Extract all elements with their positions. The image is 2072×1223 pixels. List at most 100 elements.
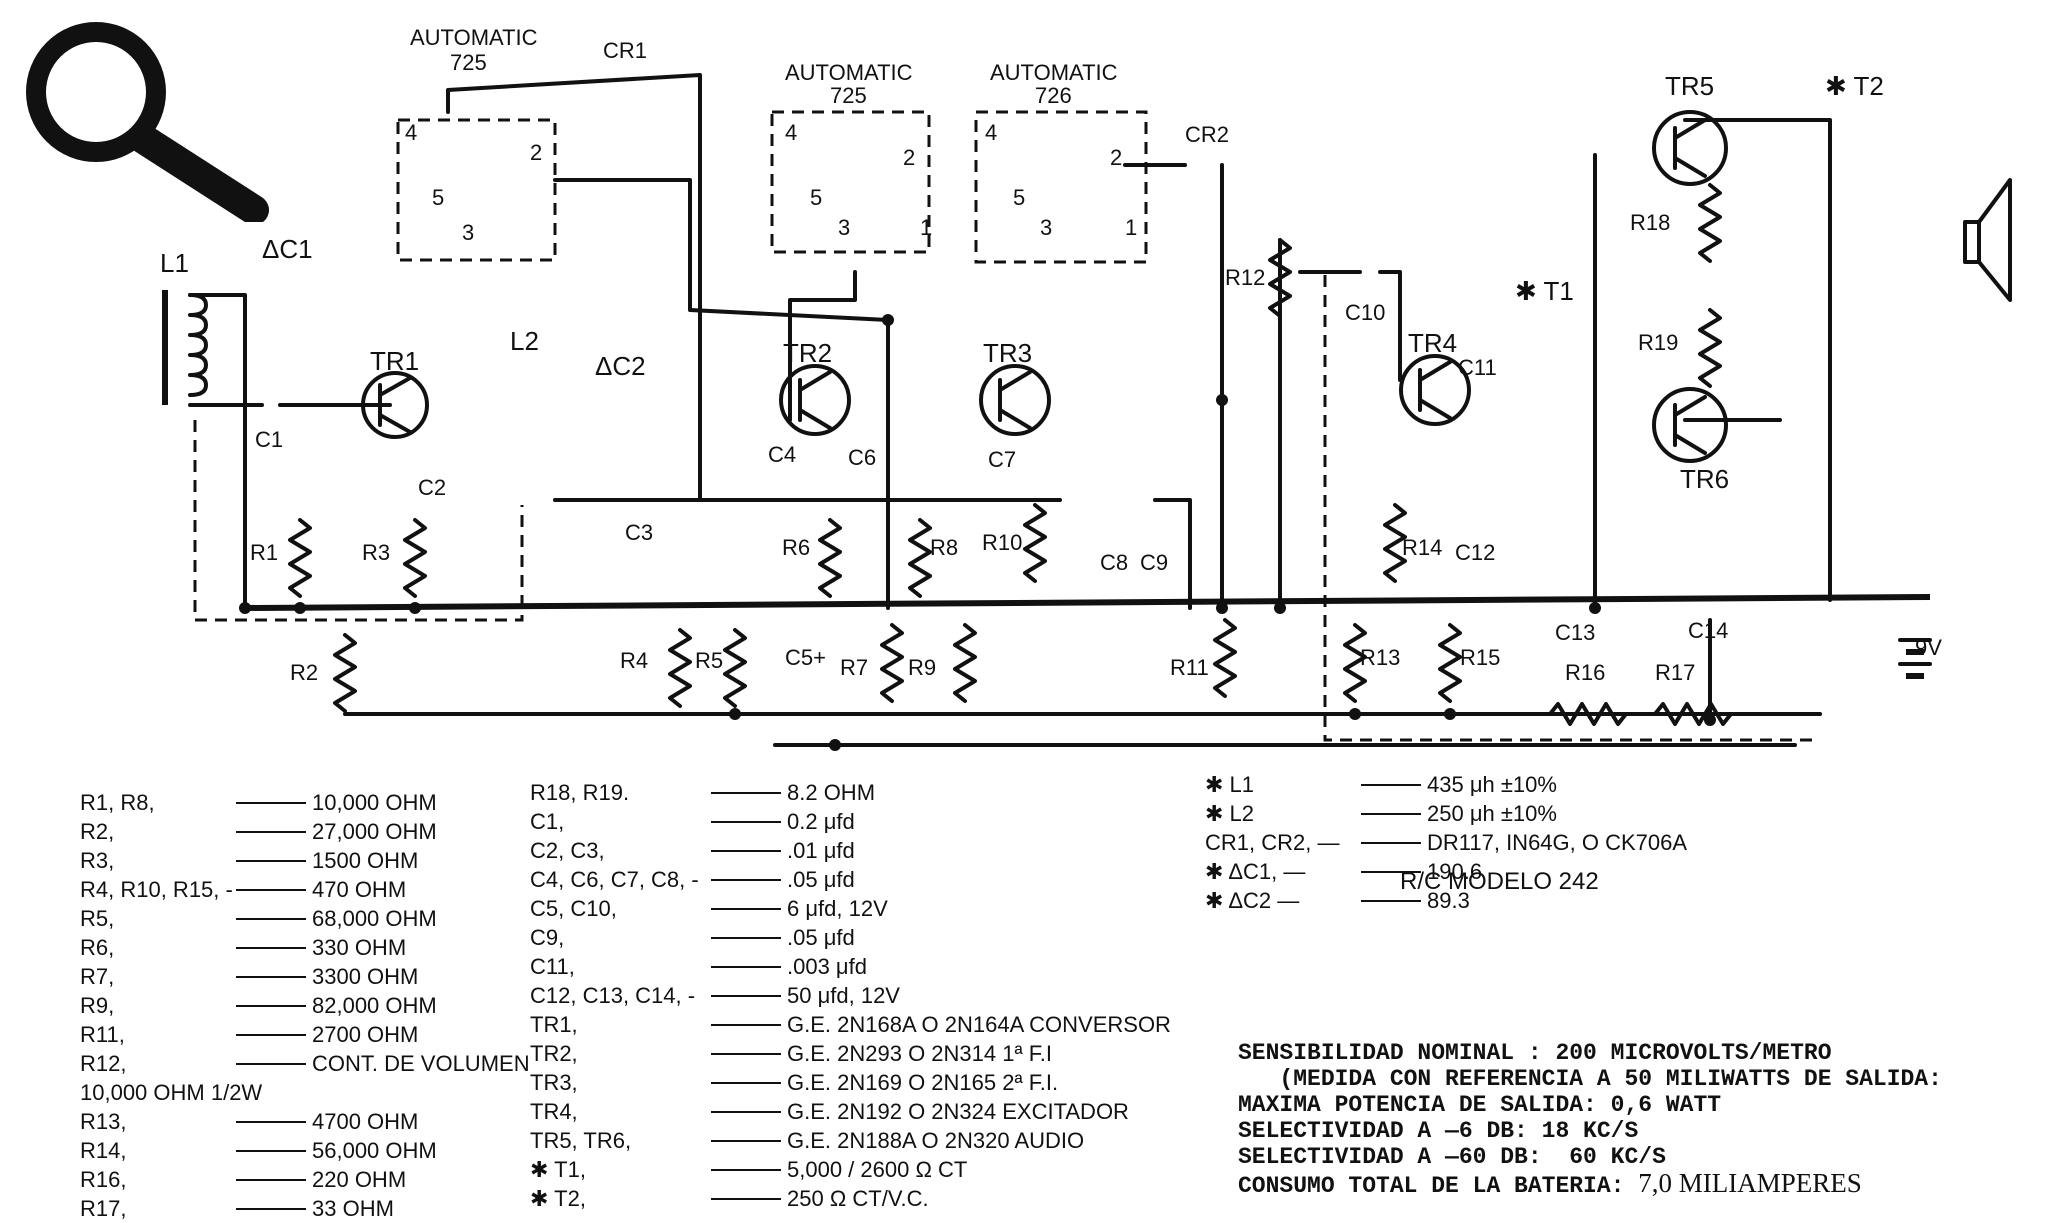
leader-line: [711, 1184, 781, 1200]
part-name: TR4,: [530, 1099, 578, 1124]
label-c10: C10: [1345, 300, 1385, 325]
part-row: ✱ T1,5,000 / 2600 Ω CT: [530, 1155, 1171, 1184]
label-r3: R3: [362, 540, 390, 565]
part-value: 50 μfd, 12V: [787, 983, 900, 1008]
label-c13: C13: [1555, 620, 1595, 645]
label-automatic-1-num: 725: [450, 50, 487, 75]
leader-line: [236, 991, 306, 1007]
pin-4-c: 4: [985, 120, 997, 145]
resistor-r9: [953, 623, 977, 703]
leader-line: [236, 904, 306, 920]
part-value: .003 μfd: [787, 954, 867, 979]
resistor-r1: [288, 518, 312, 598]
part-value: 33 OHM: [312, 1196, 394, 1221]
label-automatic-2: AUTOMATIC: [785, 60, 913, 85]
spec-line-4: SELECTIVIDAD A —6 DB: 18 KC/S: [1238, 1118, 1639, 1144]
transistor-tr3: [979, 364, 1051, 436]
part-value: G.E. 2N293 O 2N314 1ª F.I: [787, 1041, 1052, 1066]
part-value: G.E. 2N169 O 2N165 2ª F.I.: [787, 1070, 1059, 1095]
pin-4-b: 4: [785, 120, 797, 145]
part-value: 82,000 OHM: [312, 993, 437, 1018]
label-r11: R11: [1170, 655, 1209, 680]
spec-line-6-label: CONSUMO TOTAL DE LA BATERIA:: [1238, 1173, 1639, 1199]
leader-line: [236, 1020, 306, 1036]
label-r19: R19: [1638, 330, 1678, 355]
leader-line: [711, 981, 781, 997]
part-name: TR5, TR6,: [530, 1128, 632, 1153]
label-r9: R9: [908, 655, 936, 680]
label-c8: C8: [1100, 550, 1128, 575]
part-row: TR2,G.E. 2N293 O 2N314 1ª F.I: [530, 1039, 1171, 1068]
label-r13: R13: [1360, 645, 1400, 670]
label-dc2: ΔC2: [595, 351, 646, 381]
label-c7: C7: [988, 447, 1016, 472]
leader-line: [711, 1039, 781, 1055]
part-name: C9,: [530, 925, 565, 950]
part-row: C11,.003 μfd: [530, 952, 1171, 981]
part-name: C5, C10,: [530, 896, 617, 921]
leader-line: [711, 1155, 781, 1171]
resistor-r7: [880, 623, 904, 703]
part-row: TR4,G.E. 2N192 O 2N324 EXCITADOR: [530, 1097, 1171, 1126]
part-name: R9,: [80, 993, 115, 1018]
part-row: R13,4700 OHM: [80, 1107, 530, 1136]
transistor-tr4: [1399, 354, 1471, 426]
part-value: 56,000 OHM: [312, 1138, 437, 1163]
magnifier-icon[interactable]: [14, 12, 274, 222]
if-transformer-725-b: [770, 110, 931, 254]
part-row: C2, C3,.01 μfd: [530, 836, 1171, 865]
part-value: 250 μh ±10%: [1427, 801, 1557, 826]
part-value: 68,000 OHM: [312, 906, 437, 931]
transistor-tr1: [361, 371, 429, 439]
part-name: R5,: [80, 906, 115, 931]
leader-line: [1361, 857, 1421, 873]
pin-2-c: 2: [1110, 145, 1122, 170]
label-c6: C6: [848, 445, 876, 470]
label-t2: ✱ T2: [1825, 71, 1884, 101]
part-name: 10,000 OHM 1/2W: [80, 1080, 263, 1105]
part-name: R12,: [80, 1051, 127, 1076]
label-r1: R1: [250, 540, 278, 565]
rc-model: R/C MODELO 242: [1400, 868, 1599, 895]
part-value: 435 μh ±10%: [1427, 772, 1557, 797]
part-name: TR3,: [530, 1070, 578, 1095]
resistor-r2: [333, 633, 357, 713]
resistor-r11: [1213, 618, 1237, 698]
label-r15: R15: [1460, 645, 1500, 670]
pin-5-c: 5: [1013, 185, 1025, 210]
leader-line: [1361, 799, 1421, 815]
part-name: ✱ ΔC1, —: [1205, 859, 1306, 884]
pin-5-a: 5: [432, 185, 444, 210]
leader-line: [236, 846, 306, 862]
label-r6: R6: [782, 535, 810, 560]
label-automatic-1: AUTOMATIC: [410, 25, 538, 50]
circuit-schematic: AUTOMATIC 725 AUTOMATIC 725 AUTOMATIC 72…: [160, 25, 2012, 751]
part-value: .01 μfd: [787, 838, 855, 863]
part-name: R7,: [80, 964, 115, 989]
part-name: R3,: [80, 848, 115, 873]
l1-antenna-coil: [162, 290, 208, 405]
part-row: R17,33 OHM: [80, 1194, 530, 1223]
part-row: TR3, G.E. 2N169 O 2N165 2ª F.I.: [530, 1068, 1171, 1097]
pin-1-c: 1: [1125, 215, 1137, 240]
resistor-r10: [1023, 503, 1047, 583]
label-automatic-3-num: 726: [1035, 83, 1072, 108]
part-row: ✱ ΔC2 —89.3: [1205, 886, 1687, 915]
part-value: 190.6: [1427, 859, 1483, 884]
part-value: 5,000 / 2600 Ω CT: [787, 1157, 968, 1182]
part-value: 220 OHM: [312, 1167, 407, 1192]
label-l1: L1: [160, 248, 189, 278]
resistor-r5: [723, 628, 747, 708]
part-row: R4, R10, R15, -470 OHM: [80, 875, 530, 904]
resistor-r6: [818, 518, 842, 598]
if-transformer-726: [974, 110, 1148, 264]
label-tr6: TR6: [1680, 464, 1729, 494]
part-value: 3300 OHM: [312, 964, 419, 989]
part-row: R2,27,000 OHM: [80, 817, 530, 846]
leader-line: [711, 894, 781, 910]
transistor-tr2: [779, 364, 851, 436]
label-r18: R18: [1630, 210, 1670, 235]
part-row: R3,1500 OHM: [80, 846, 530, 875]
part-row: ✱ ΔC1, — 190.6: [1205, 857, 1687, 886]
